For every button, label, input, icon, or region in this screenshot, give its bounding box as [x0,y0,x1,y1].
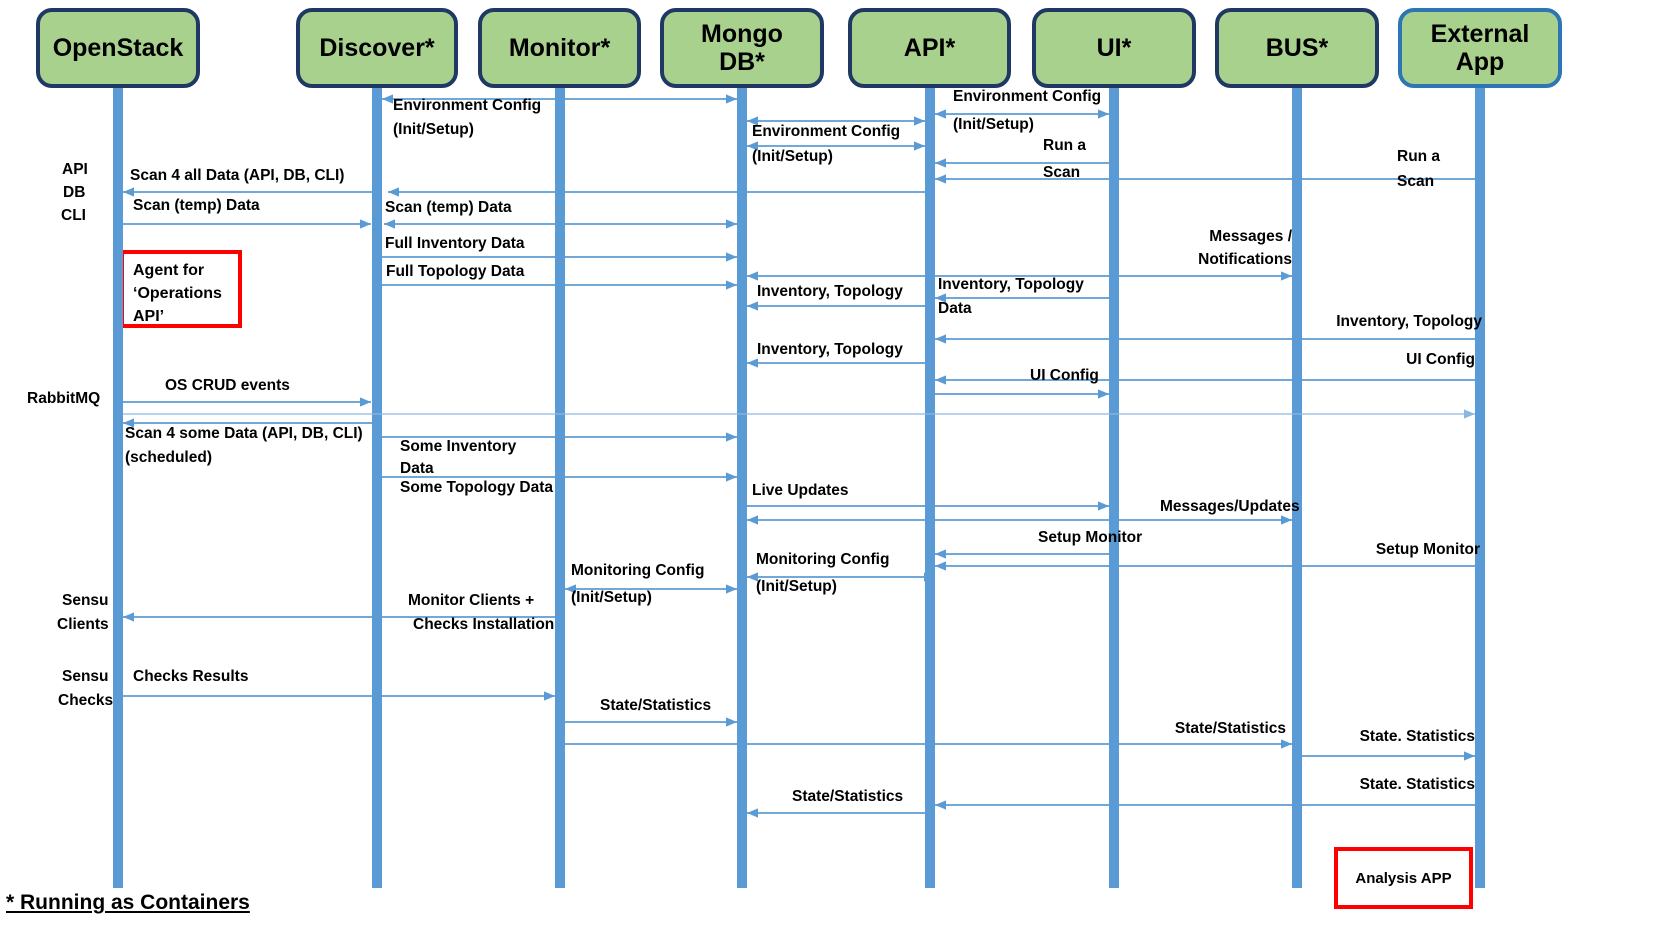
actor-box-bus: BUS* [1215,8,1379,88]
message-arrow [935,174,1475,184]
message-arrow [747,808,925,818]
message-label: (Init/Setup) [393,121,474,138]
message-label: (Init/Setup) [571,589,652,606]
message-label: Scan [1397,173,1435,190]
actor-box-external-app: External App [1398,8,1562,88]
message-arrow [123,187,382,197]
sensu-checks-label: Checks [58,692,114,709]
message-label: Inventory, Topology [938,276,1084,293]
message-label: Data [400,460,434,477]
message-arrow [123,397,371,407]
message-label: UI Config [1406,351,1475,368]
actor-box-openstack: OpenStack [36,8,200,88]
message-label: State/Statistics [792,788,904,805]
openstack-db-label: DB [63,184,86,201]
message-label: Inventory, Topology [1336,313,1482,330]
message-arrow [935,549,1109,559]
message-label: Live Updates [752,482,849,499]
message-arrow [747,515,1292,525]
message-label: State. Statistics [1359,776,1475,793]
message-label: Notifications [1198,251,1292,268]
message-label: Messages / [1209,228,1292,245]
message-label: (Init/Setup) [756,578,837,595]
message-label: Full Topology Data [386,263,525,280]
message-label: Messages/Updates [1160,498,1300,515]
lifeline-ui [1109,88,1119,888]
message-label: Setup Monitor [1375,541,1480,558]
message-label: Full Inventory Data [385,235,525,252]
message-label: Monitoring Config [756,551,890,568]
message-label: Environment Config [752,123,901,140]
analysis-app-note: Analysis APP [1334,847,1473,909]
message-label: Some Topology Data [400,479,554,496]
message-label: Some Inventory [400,438,517,455]
message-arrow [747,301,925,311]
lifeline-bus [1292,88,1302,888]
lifeline-mongodb [737,88,747,888]
rabbitmq-label: RabbitMQ [27,390,101,407]
sensu-clients-label: Sensu [62,592,109,609]
message-arrow [123,219,371,229]
message-arrow [565,717,737,727]
actor-box-mongodb: Mongo DB* [660,8,824,88]
actor-box-ui: UI* [1032,8,1196,88]
message-arrow [935,389,1109,399]
message-label: Checks Installation [413,616,555,633]
actor-box-discover: Discover* [296,8,458,88]
message-label: State/Statistics [600,697,712,714]
sensu-clients-label: Clients [57,616,109,633]
message-label: State/Statistics [1174,720,1286,737]
message-label: UI Config [1030,367,1099,384]
message-label: (scheduled) [125,449,212,466]
message-arrow [935,375,1475,385]
message-label: Environment Config [393,97,542,114]
message-label: Setup Monitor [1038,529,1143,546]
message-arrow [935,158,1109,168]
message-label: Scan 4 some Data (API, DB, CLI) [125,425,363,442]
message-label: Monitor Clients + [408,592,535,609]
openstack-api-label: API [62,161,88,178]
message-arrow [935,561,1475,571]
agent-operations-api-note: Agent for ‘Operations API’ [120,250,242,328]
lifeline-api [924,88,935,888]
lifeline-monitor [554,88,565,888]
message-arrow [935,334,1475,344]
message-label: (Init/Setup) [752,148,833,165]
running-as-containers-footnote: * Running as Containers [6,891,250,914]
message-arrow [935,800,1475,810]
message-arrow [747,358,925,368]
message-label: Run a [1397,148,1441,165]
message-label: Monitoring Config [571,562,705,579]
actor-box-api: API* [848,8,1011,88]
message-label: Environment Config [953,88,1102,105]
sensu-checks-label: Sensu [62,668,109,685]
message-label: Checks Results [133,668,249,685]
actor-box-monitor: Monitor* [478,8,641,88]
lifeline-external-app [1475,88,1485,888]
lifeline-discover [372,88,382,888]
message-label: Scan (temp) Data [133,197,260,214]
message-label: Scan 4 all Data (API, DB, CLI) [130,167,345,184]
message-arrow [123,409,1475,419]
message-arrow [123,691,555,701]
message-label: OS CRUD events [165,377,290,394]
message-label: Inventory, Topology [757,283,903,300]
lifeline-openstack [113,88,123,888]
message-arrow [1302,751,1475,761]
openstack-cli-label: CLI [61,207,86,224]
message-label: State. Statistics [1359,728,1475,745]
message-label: Scan (temp) Data [385,199,512,216]
message-label: Scan [1043,164,1081,181]
message-label: Inventory, Topology [757,341,903,358]
message-label: (Init/Setup) [953,116,1034,133]
message-label: Data [938,300,972,317]
message-label: Run a [1043,137,1087,154]
message-arrow [388,187,925,197]
